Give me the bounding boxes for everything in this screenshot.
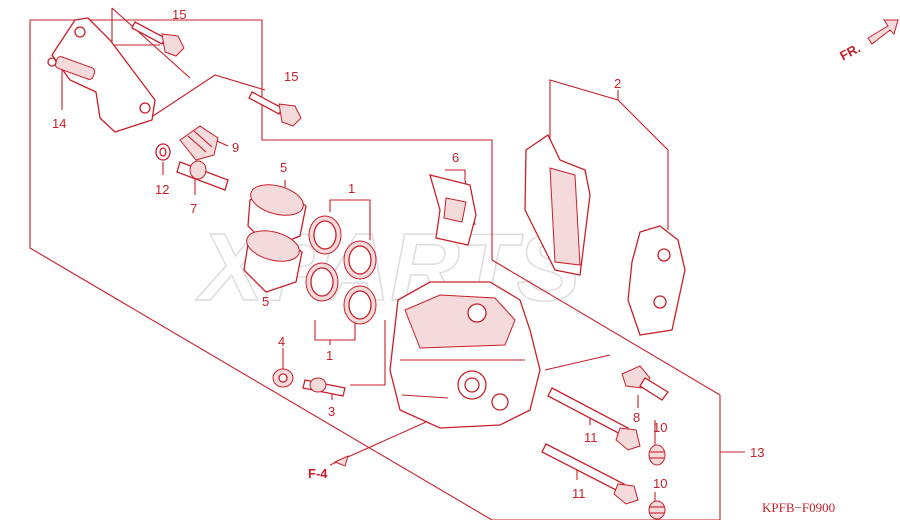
part-label-12: 12 <box>155 182 169 197</box>
part-label-4: 4 <box>278 334 285 349</box>
diagram-code: KPFB−F0900 <box>762 500 835 515</box>
caliper-bracket-14 <box>47 17 156 133</box>
boot-9 <box>179 125 219 161</box>
part-label-15-upper: 15 <box>172 7 186 22</box>
part-label-1-upper: 1 <box>348 181 355 196</box>
part-label-5-upper: 5 <box>280 160 287 175</box>
pin-7 <box>176 160 229 191</box>
part-label-6: 6 <box>452 150 459 165</box>
brake-pad-2-rear <box>627 225 686 336</box>
part-label-9: 9 <box>232 140 239 155</box>
part-label-14: 14 <box>52 116 66 131</box>
plug-10-lower <box>648 500 666 520</box>
collar-12 <box>155 143 171 161</box>
part-label-3: 3 <box>328 404 335 419</box>
pin-bolt-8 <box>621 365 669 401</box>
seals-1 <box>305 215 377 325</box>
pad-pin-11-upper <box>547 387 641 451</box>
part-label-7: 7 <box>190 201 197 216</box>
part-label-10-upper: 10 <box>653 420 667 435</box>
part-label-8: 8 <box>633 410 640 425</box>
part-labels: 15 15 14 9 12 7 5 5 1 1 6 2 4 3 8 11 11 … <box>52 7 764 501</box>
part-label-13: 13 <box>750 445 764 460</box>
bleeder-valve-3 <box>302 377 346 397</box>
plug-10-upper <box>648 444 666 466</box>
pad-spring-6 <box>429 174 477 246</box>
bolt-15-upper <box>131 21 185 57</box>
pad-pin-11-lower <box>541 443 639 505</box>
reference-label: F-4 <box>308 466 328 481</box>
bolt-15-lower <box>248 91 302 127</box>
assembly-bracket-13 <box>29 19 745 520</box>
direction-indicator: FR. <box>837 19 899 63</box>
part-label-1-lower: 1 <box>326 348 333 363</box>
part-label-5-lower: 5 <box>262 294 269 309</box>
brake-pad-2-front <box>524 134 591 276</box>
part-label-11-lower: 11 <box>572 486 586 501</box>
part-label-11-upper: 11 <box>584 430 598 445</box>
part-label-2: 2 <box>614 76 621 91</box>
caliper-body <box>389 281 541 429</box>
bleeder-cap-4 <box>272 368 294 388</box>
direction-label: FR. <box>837 40 863 63</box>
part-label-10-lower: 10 <box>653 476 667 491</box>
piston-5-lower <box>243 230 303 293</box>
reference-callout: F-4 <box>308 455 349 481</box>
part-label-15-lower: 15 <box>284 69 298 84</box>
